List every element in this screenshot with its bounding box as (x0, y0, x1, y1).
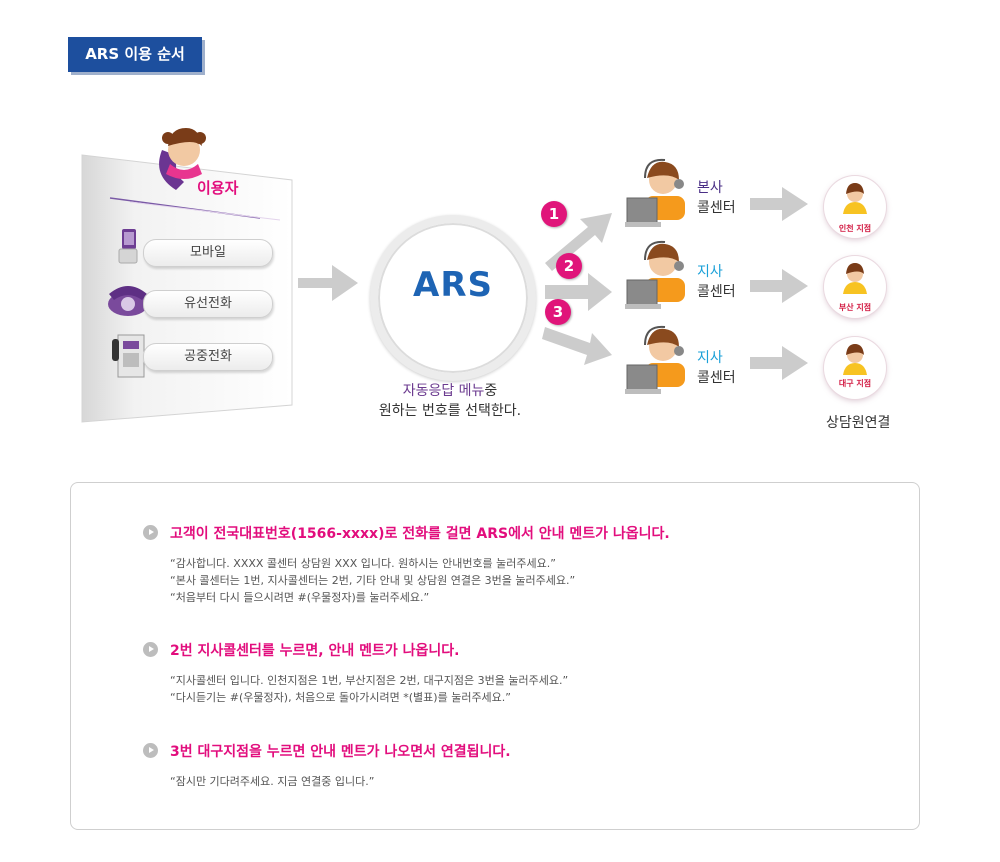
arrow-to-branch2-icon (542, 327, 612, 365)
bullet-icon (143, 743, 158, 758)
connect-label: 상담원연결 (826, 415, 891, 431)
branch-label-daegu: 대구 지점 (838, 379, 872, 388)
arrow-right-icon (750, 269, 808, 303)
info-box (70, 482, 920, 830)
bullet-icon (143, 525, 158, 540)
branch-label-busan: 부산 지점 (838, 303, 872, 312)
device-landline: 유선전화 (143, 290, 273, 318)
landline-phone-icon (108, 286, 148, 316)
branch-label-incheon: 인천 지점 (838, 224, 872, 233)
consultant-icon (843, 344, 867, 375)
agent-icon (625, 158, 685, 227)
step-badge-1: 1 (541, 201, 567, 227)
center-label-hq: 본사 콜센터 (697, 180, 736, 216)
section-1-line-3: “처음부터 다시 들으시려면 #(우물정자)를 눌러주세요.” (170, 591, 430, 604)
branch-arrows (542, 213, 612, 365)
ars-caption-line1: 자동응답 메뉴중 (402, 383, 498, 399)
user-avatar-icon (159, 128, 206, 190)
arrow-right-icon (750, 187, 808, 221)
device-mobile: 모바일 (143, 239, 273, 267)
agent-icon (625, 325, 685, 394)
ars-label: ARS (413, 265, 493, 305)
arrow-right-icon (750, 346, 808, 380)
arrow-right-icon (298, 265, 358, 301)
section-title-3: 3번 대구지점을 누르면 안내 멘트가 나오면서 연결됩니다. (170, 744, 511, 760)
page-title: ARS 이용 순서 (68, 37, 202, 72)
section-title-1: 고객이 전국대표번호(1566-xxxx)로 전화를 걸면 ARS에서 안내 멘… (170, 526, 670, 542)
center-label-branch2: 지사 콜센터 (697, 350, 736, 386)
section-2-line-2: “다시듣기는 #(우물정자), 처음으로 돌아가시려면 *(별표)를 눌러주세요… (170, 691, 511, 704)
device-payphone: 공중전화 (143, 343, 273, 371)
arrow-to-branch1-icon (545, 273, 612, 311)
consultant-icon (843, 183, 867, 214)
section-3-line-1: “잠시만 기다려주세요. 지금 연결중 입니다.” (170, 775, 375, 788)
public-phone-icon (112, 334, 145, 378)
user-label: 이용자 (197, 179, 239, 197)
step-badge-3: 3 (545, 299, 571, 325)
center-label-branch1: 지사 콜센터 (697, 264, 736, 300)
section-title-2: 2번 지사콜센터를 누르면, 안내 멘트가 나옵니다. (170, 643, 460, 659)
bullet-icon (143, 642, 158, 657)
agent-icon (625, 240, 685, 309)
section-2-line-1: “지사콜센터 입니다. 인천지점은 1번, 부산지점은 2번, 대구지점은 3번… (170, 674, 569, 687)
section-1-line-2: “본사 콜센터는 1번, 지사콜센터는 2번, 기타 안내 및 상담원 연결은 … (170, 574, 576, 587)
ars-caption-line2: 원하는 번호를 선택한다. (378, 403, 522, 419)
mobile-phone-icon (118, 229, 138, 264)
step-badge-2: 2 (556, 253, 582, 279)
consultant-icon (843, 263, 867, 294)
section-1-line-1: “감사합니다. XXXX 콜센터 상담원 XXX 입니다. 원하시는 안내번호를… (170, 557, 556, 570)
ars-circle (370, 215, 536, 381)
